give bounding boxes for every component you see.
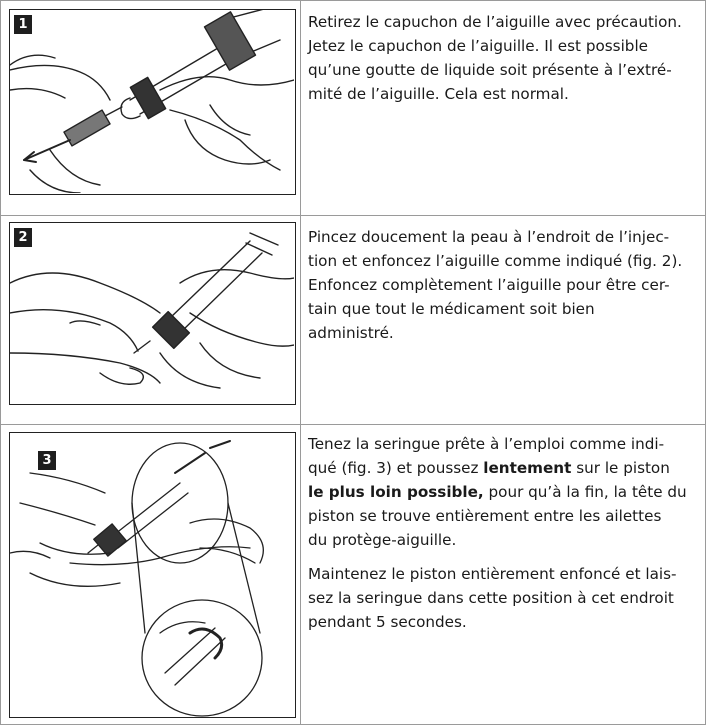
table-border-right: [705, 0, 706, 725]
table-border-top: [0, 0, 706, 1]
injection-illustration: [10, 232, 294, 389]
text-run: pour qu’à la fin, la tête du: [483, 483, 687, 501]
row-divider-2: [0, 424, 706, 425]
text-run: sur le piston: [571, 459, 670, 477]
step-1-line: Retirez le capuchon de l’aiguille avec p…: [308, 13, 682, 31]
step-3-paragraph-2: Maintenez le piston entièrement enfoncé …: [308, 562, 696, 634]
step-3-line: pendant 5 secondes.: [308, 613, 467, 631]
step-3-text: Tenez la seringue prête à l’emploi comme…: [308, 432, 696, 644]
step-3-line: le plus loin possible, pour qu’à la fin,…: [308, 480, 696, 504]
step-3-line: Maintenez le piston entièrement enfoncé …: [308, 565, 677, 583]
figure-step-1: 1: [9, 9, 296, 195]
text-run: qué (fig. 3) et poussez: [308, 459, 484, 477]
step-3-paragraph-1: Tenez la seringue prête à l’emploi comme…: [308, 432, 696, 552]
step-3-line: qué (fig. 3) et poussez lentement sur le…: [308, 456, 696, 480]
step-1-line: qu’une goutte de liquide soit présente à…: [308, 61, 672, 79]
step-3-line: Tenez la seringue prête à l’emploi comme…: [308, 435, 665, 453]
figure-step-2: 2: [9, 222, 296, 405]
step-2-line: Enfoncez complètement l’aiguille pour êt…: [308, 276, 670, 294]
step-2-badge: 2: [14, 228, 32, 247]
row-divider-1: [0, 215, 706, 216]
emphasis-lentement: lentement: [483, 459, 572, 477]
step-2-line: Pincez doucement la peau à l’endroit de …: [308, 228, 670, 246]
step-3-line: du protège-aiguille.: [308, 531, 457, 549]
step-1-line: mité de l’aiguille. Cela est normal.: [308, 85, 569, 103]
step-2-line: tain que tout le médicament soit bien: [308, 300, 595, 318]
step-1-line: Jetez le capuchon de l’aiguille. Il est …: [308, 37, 649, 55]
step-3-badge: 3: [38, 451, 56, 470]
step-1-badge: 1: [14, 15, 32, 34]
plunger-push-illustration: [10, 440, 264, 717]
column-divider: [300, 0, 301, 725]
step-2-text: Pincez doucement la peau à l’endroit de …: [308, 225, 696, 355]
emphasis-plus-loin: le plus loin possible,: [308, 483, 484, 501]
figure-step-3: 3: [9, 432, 296, 718]
step-2-line: administré.: [308, 324, 394, 342]
step-3-line: sez la seringue dans cette position à ce…: [308, 589, 674, 607]
table-border-left: [0, 0, 1, 725]
syringe-cap-removal-illustration: [10, 10, 294, 193]
step-2-line: tion et enfoncez l’aiguille comme indiqu…: [308, 252, 683, 270]
step-1-text: Retirez le capuchon de l’aiguille avec p…: [308, 10, 696, 116]
step-3-line: piston se trouve entièrement entre les a…: [308, 507, 662, 525]
